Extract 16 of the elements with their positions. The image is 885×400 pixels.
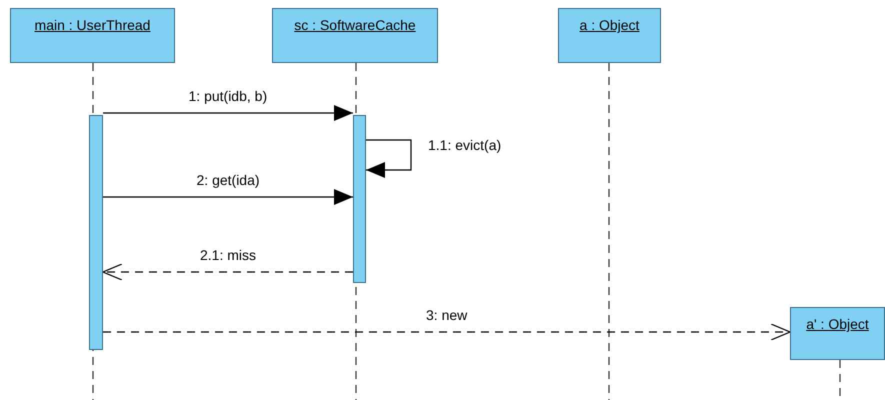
message-arrow	[103, 105, 353, 121]
return-arrow	[103, 323, 791, 341]
lifeline-head: a : Object	[558, 8, 661, 63]
return-arrow	[102, 263, 353, 281]
message-label: 1: put(idb, b)	[188, 88, 268, 104]
message-arrow	[103, 189, 353, 205]
activation-bar	[89, 115, 103, 350]
lifeline-head: a' : Object	[790, 307, 885, 360]
message-label: 1.1: evict(a)	[428, 137, 502, 153]
lifeline-head: sc : SoftwareCache	[272, 8, 438, 63]
message-label: 3: new	[426, 307, 468, 323]
message-label: 2: get(ida)	[196, 172, 260, 188]
lifeline-head: main : UserThread	[10, 8, 175, 63]
message-label: 2.1: miss	[200, 247, 256, 263]
message-arrow	[366, 139, 412, 178]
activation-bar	[353, 115, 366, 283]
